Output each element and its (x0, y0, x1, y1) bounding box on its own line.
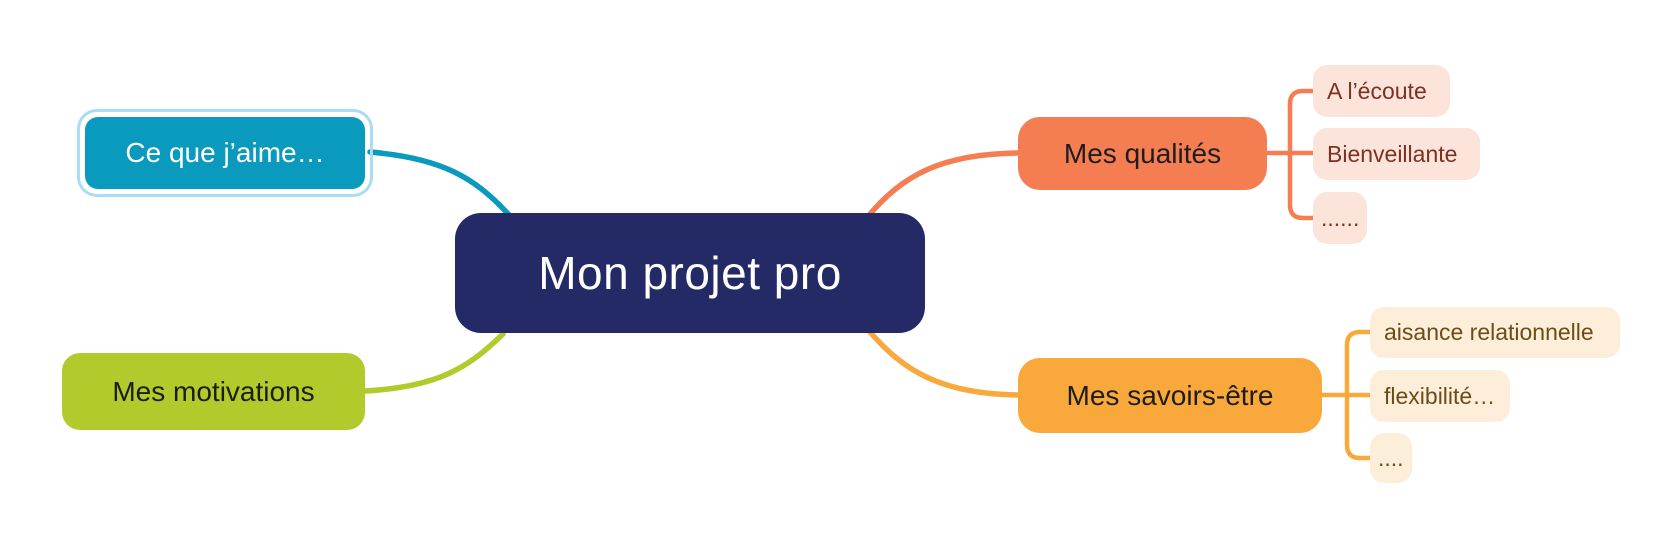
node-root-label: Mon projet pro (538, 247, 842, 299)
node-bienveillante-label: Bienveillante (1327, 140, 1458, 167)
connector-root-to-ce-que-jaime (367, 149, 513, 219)
node-mes-savoirs-etre[interactable]: Mes savoirs-être (1018, 358, 1322, 433)
node-mes-motivations[interactable]: Mes motivations (62, 353, 365, 430)
selection-ring: Ce que j’aime… (77, 109, 373, 197)
node-aisance-relationnelle[interactable]: aisance relationnelle (1370, 307, 1620, 358)
node-qualites-dots-label: ...... (1321, 204, 1360, 231)
node-root[interactable]: Mon projet pro (455, 213, 925, 333)
connector-qualites-to-dots (1287, 150, 1316, 221)
connector-root-to-mes-savoirs-etre (867, 329, 1021, 398)
node-savoirs-dots[interactable]: .... (1370, 433, 1412, 483)
node-savoirs-dots-label: .... (1378, 444, 1404, 471)
node-aisance-relationnelle-label: aisance relationnelle (1384, 319, 1594, 345)
node-flexibilite-label: flexibilité… (1384, 382, 1496, 409)
node-ce-que-jaime[interactable]: Ce que j’aime… (85, 117, 365, 189)
connector-root-to-mes-qualites (867, 150, 1021, 217)
node-a-lecoute-label: A l’écoute (1327, 77, 1427, 104)
node-ce-que-jaime-label: Ce que j’aime… (125, 137, 325, 168)
node-mes-motivations-label: Mes motivations (112, 375, 315, 407)
connector-root-to-mes-motivations (362, 331, 506, 394)
node-mes-savoirs-etre-label: Mes savoirs-être (1066, 379, 1274, 411)
node-bienveillante[interactable]: Bienveillante (1313, 128, 1480, 180)
connector-savoirs-to-aisance (1344, 329, 1373, 398)
node-mes-qualites[interactable]: Mes qualités (1018, 117, 1267, 190)
connector-qualites-to-a-lecoute (1287, 88, 1316, 156)
node-mes-qualites-label: Mes qualités (1063, 137, 1222, 169)
node-a-lecoute[interactable]: A l’écoute (1313, 65, 1450, 117)
node-qualites-dots[interactable]: ...... (1313, 192, 1367, 244)
node-flexibilite[interactable]: flexibilité… (1370, 370, 1510, 422)
connector-savoirs-to-dots (1344, 392, 1373, 461)
